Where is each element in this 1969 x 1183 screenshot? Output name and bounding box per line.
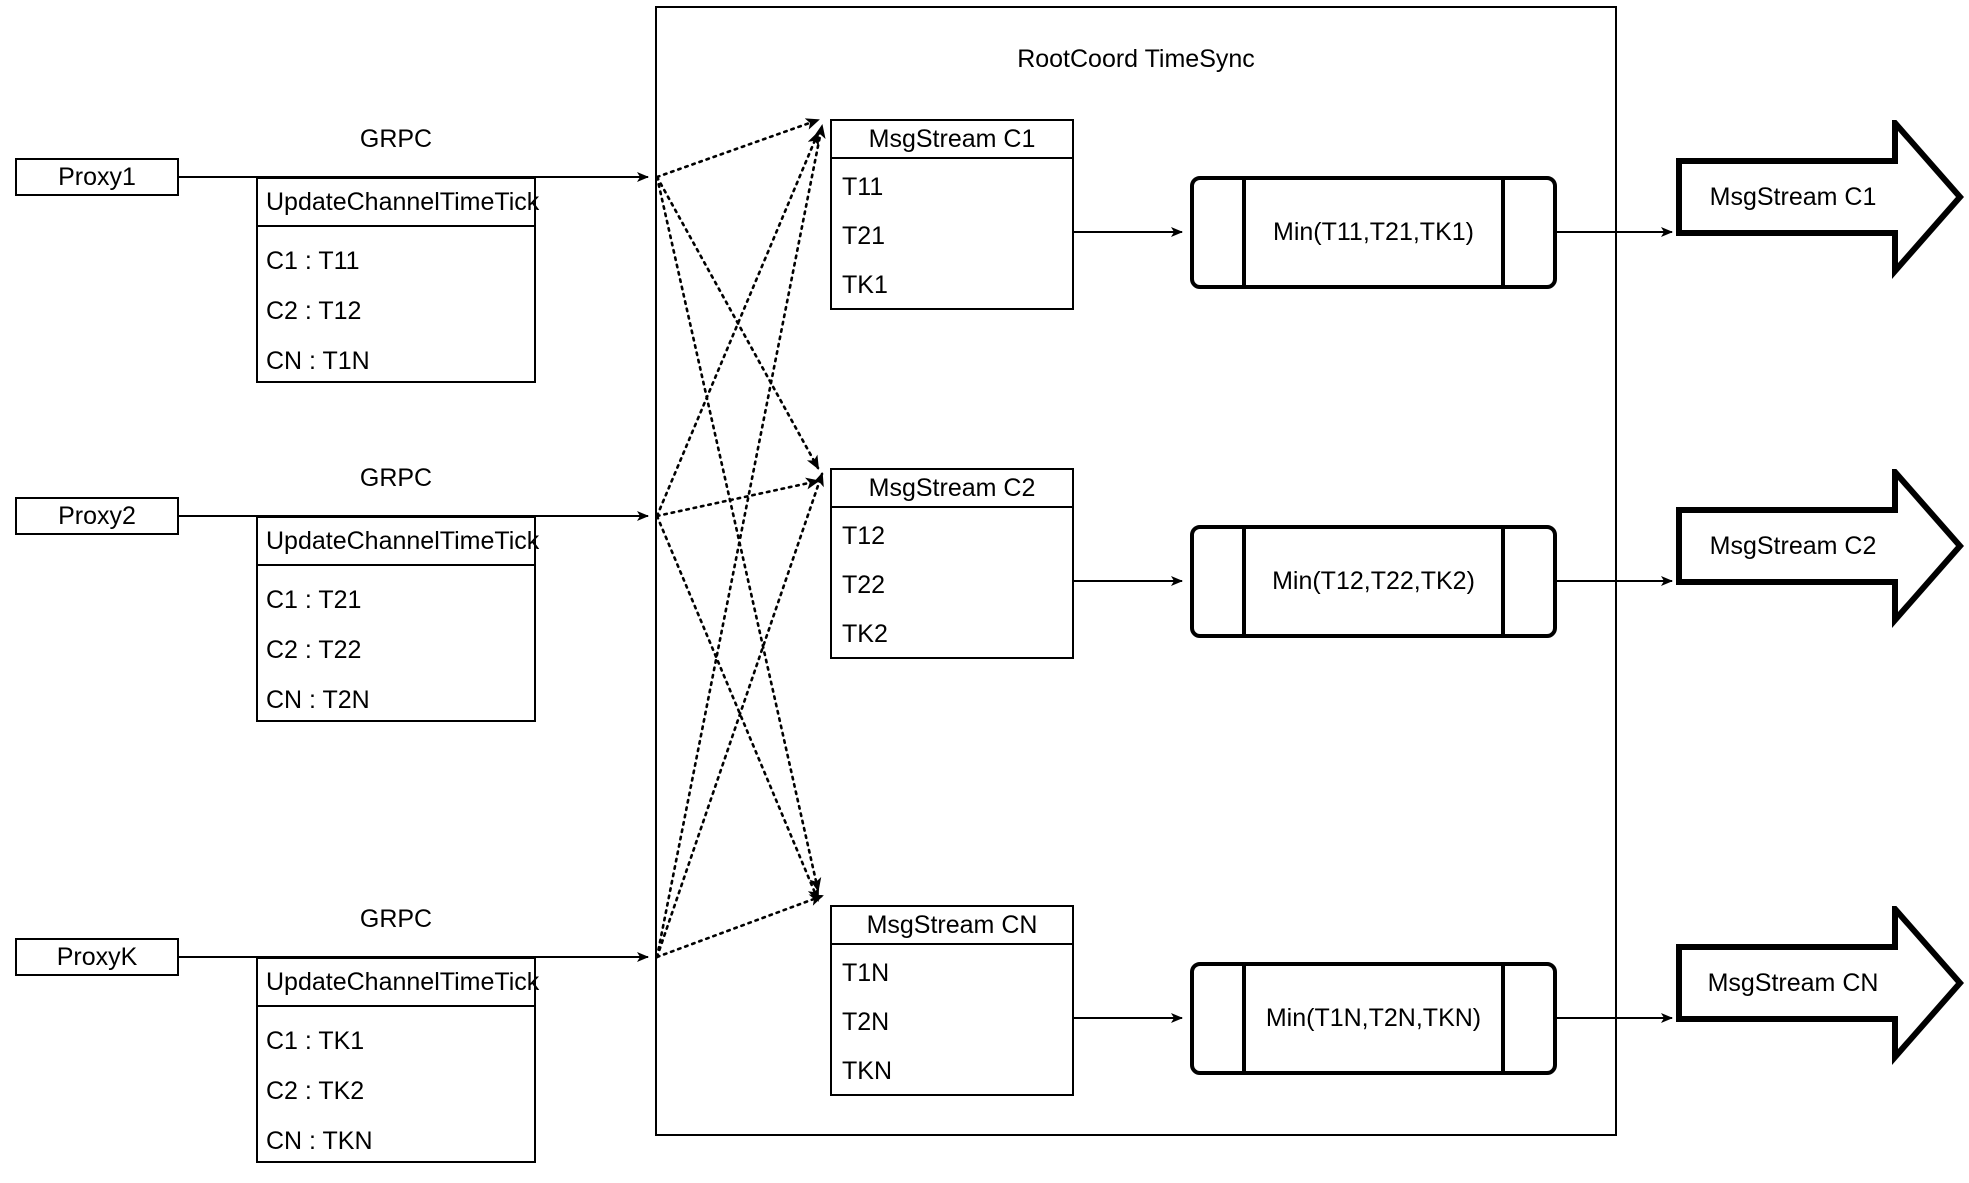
proxy-box-2[interactable]: Proxy2 (15, 497, 179, 535)
grpc-label-3: GRPC (359, 905, 433, 933)
msgstream-body: T11 T21 TK1 (832, 159, 1072, 305)
process-right-bar (1501, 962, 1505, 1075)
min-process-label: Min(T12,T22,TK2) (1272, 567, 1475, 595)
msgstream-table-c1: MsgStream C1 T11 T21 TK1 (830, 119, 1074, 310)
msgstream-table-cn: MsgStream CN T1N T2N TKN (830, 905, 1074, 1096)
grpc-label-2: GRPC (359, 464, 433, 492)
uctt-row: C1 : T21 (266, 585, 362, 614)
output-block-arrow-c1: MsgStream C1 (1676, 120, 1964, 345)
update-channel-timetick-table-3: UpdateChannelTimeTick C1 : TK1 C2 : TK2 … (256, 957, 539, 1163)
proxy-box-3[interactable]: ProxyK (15, 938, 179, 976)
msgstream-header: MsgStream CN (832, 907, 1072, 945)
rootcoord-timesync-title: RootCoord TimeSync (1017, 45, 1255, 73)
uctt-body: C1 : T11 C2 : T12 CN : T1N (258, 227, 534, 381)
min-process-label: Min(T11,T21,TK1) (1273, 218, 1474, 246)
proxy-box-1[interactable]: Proxy1 (15, 158, 179, 196)
msgstream-row: T1N (842, 958, 890, 987)
msgstream-row: T11 (842, 172, 884, 201)
output-block-arrow-c2: MsgStream C2 (1676, 469, 1964, 694)
msgstream-body: T12 T22 TK2 (832, 508, 1072, 654)
uctt-body: C1 : TK1 C2 : TK2 CN : TKN (258, 1007, 534, 1161)
output-label: MsgStream C2 (1709, 531, 1877, 560)
timetick-fanout-lines (655, 118, 826, 959)
process-right-bar (1501, 176, 1505, 289)
uctt-header: UpdateChannelTimeTick (258, 959, 539, 1007)
process-left-bar (1242, 176, 1246, 289)
min-process-box-c1: Min(T11,T21,TK1) (1190, 176, 1557, 289)
proxy-label: Proxy2 (58, 501, 136, 530)
min-process-label: Min(T1N,T2N,TKN) (1265, 1004, 1482, 1032)
uctt-row: C1 : T11 (266, 246, 360, 275)
stream-to-process-arrows (1074, 227, 1183, 1023)
msgstream-header: MsgStream C2 (832, 470, 1072, 508)
proxy-label: Proxy1 (58, 162, 136, 191)
msgstream-row: T2N (842, 1007, 890, 1036)
process-left-bar (1242, 525, 1246, 638)
update-channel-timetick-table-2: UpdateChannelTimeTick C1 : T21 C2 : T22 … (256, 516, 539, 722)
uctt-header: UpdateChannelTimeTick (258, 518, 539, 566)
msgstream-row: TK1 (842, 270, 888, 299)
rootcoord-timesync-container (655, 6, 1617, 1136)
uctt-row: C2 : TK2 (266, 1076, 365, 1105)
output-label: MsgStream CN (1707, 968, 1879, 997)
uctt-row: C2 : T12 (266, 296, 362, 325)
uctt-row: CN : T2N (266, 685, 370, 714)
output-label: MsgStream C1 (1709, 182, 1877, 211)
grpc-label-1: GRPC (359, 125, 433, 153)
msgstream-row: T12 (842, 521, 886, 550)
msgstream-table-c2: MsgStream C2 T12 T22 TK2 (830, 468, 1074, 659)
msgstream-body: T1N T2N TKN (832, 945, 1072, 1091)
msgstream-row: T21 (842, 221, 886, 250)
uctt-row: C1 : TK1 (266, 1026, 365, 1055)
uctt-row: CN : T1N (266, 346, 370, 375)
process-right-bar (1501, 525, 1505, 638)
process-to-output-arrows (1557, 227, 1673, 1023)
output-block-arrow-cn: MsgStream CN (1676, 906, 1964, 1131)
msgstream-row: TK2 (842, 619, 888, 648)
min-process-box-cn: Min(T1N,T2N,TKN) (1190, 962, 1557, 1075)
proxy-label: ProxyK (56, 942, 138, 971)
msgstream-row: TKN (842, 1056, 892, 1085)
process-left-bar (1242, 962, 1246, 1075)
uctt-header: UpdateChannelTimeTick (258, 179, 539, 227)
update-channel-timetick-table-1: UpdateChannelTimeTick C1 : T11 C2 : T12 … (256, 177, 539, 383)
min-process-box-c2: Min(T12,T22,TK2) (1190, 525, 1557, 638)
uctt-row: C2 : T22 (266, 635, 362, 664)
msgstream-row: T22 (842, 570, 886, 599)
uctt-body: C1 : T21 C2 : T22 CN : T2N (258, 566, 534, 720)
msgstream-header: MsgStream C1 (832, 121, 1072, 159)
uctt-row: CN : TKN (266, 1126, 373, 1155)
